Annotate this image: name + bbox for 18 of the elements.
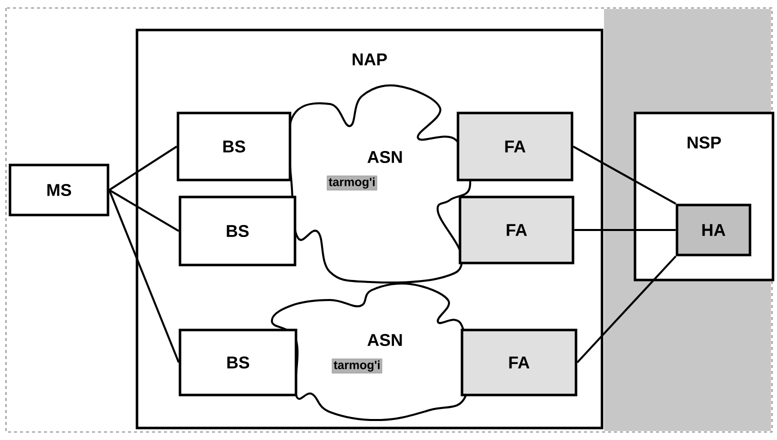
process-box: BS	[178, 196, 296, 266]
process-box: HA	[676, 204, 752, 256]
process-box: BS	[176, 112, 292, 182]
connector-line	[576, 256, 676, 364]
connector-line	[108, 189, 180, 232]
process-box: FA	[458, 196, 574, 264]
process-box: FA	[456, 112, 574, 182]
process-box: BS	[178, 328, 298, 396]
connector-line	[574, 229, 676, 231]
network-label: ASN	[367, 334, 402, 346]
connector-line	[572, 146, 676, 205]
process-box: MS	[8, 164, 110, 216]
network-label: ASN	[367, 150, 402, 164]
tag-label: tarmog'i	[332, 358, 382, 374]
tag-label: tarmog'i	[326, 176, 378, 190]
process-box: FA	[460, 328, 578, 396]
connector-line	[108, 190, 180, 363]
connector-line	[108, 146, 178, 191]
